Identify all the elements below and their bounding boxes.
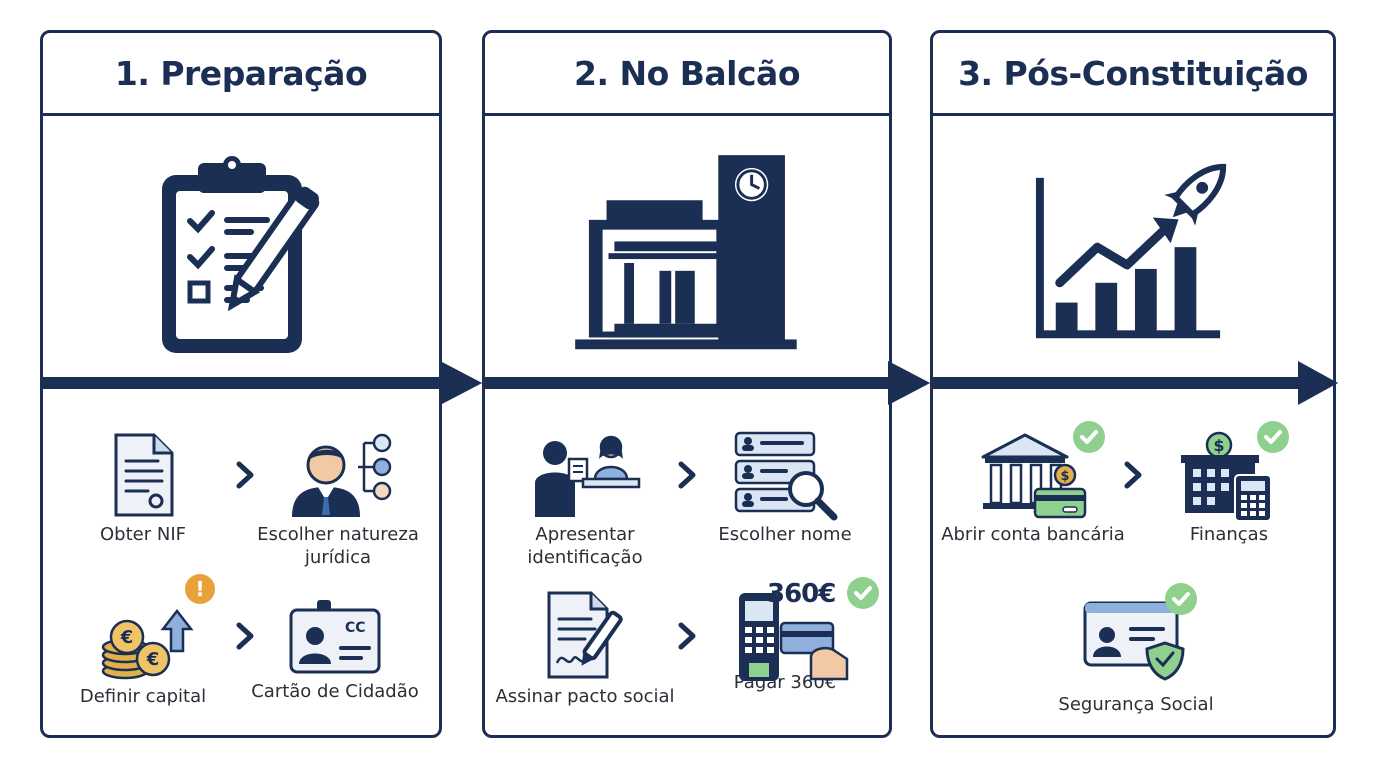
- sign-document-icon: [547, 591, 623, 679]
- card-payment-icon: 360€: [715, 579, 855, 681]
- building-clock-icon: [575, 155, 797, 350]
- svg-text:$: $: [1060, 469, 1069, 484]
- svg-text:€: €: [146, 649, 160, 670]
- item-obter-nif[interactable]: Obter NIF: [43, 431, 243, 546]
- name-search-icon: [734, 431, 838, 521]
- item-label: Cartão de Cidadão: [251, 681, 419, 702]
- item-escolher-natureza[interactable]: Escolher natureza jurídica: [233, 431, 443, 569]
- item-apresentar-identificacao[interactable]: Apresentar identificação: [485, 429, 685, 569]
- check-badge: [1257, 421, 1289, 453]
- item-label: Finanças: [1189, 524, 1269, 545]
- step-header: 3. Pós-Constituição: [933, 33, 1333, 116]
- item-label: Obter NIF: [100, 524, 186, 545]
- clipboard-checklist-icon: [162, 156, 320, 353]
- step-header: 2. No Balcão: [485, 33, 889, 116]
- growth-rocket-chart-icon: [1035, 163, 1227, 339]
- chevron-right-icon: [236, 622, 254, 650]
- step-title: 3. Pós-Constituição: [958, 53, 1308, 93]
- check-badge: [1165, 583, 1197, 615]
- item-label: Apresentar identificação: [527, 524, 643, 568]
- counter-service-icon: [535, 435, 641, 517]
- flow-arrow-overlay: [40, 359, 1338, 407]
- chevron-right-icon: [1124, 461, 1142, 489]
- bank-icon: $: [981, 433, 1087, 519]
- social-security-card-icon: [1083, 601, 1185, 681]
- euro-coins-icon: € €: [101, 608, 194, 680]
- item-pagar[interactable]: 360€ Pagar 360€: [685, 579, 885, 694]
- chevron-right-icon: [236, 461, 254, 489]
- item-label: Escolher nome: [718, 524, 852, 545]
- payment-amount: 360€: [767, 579, 836, 609]
- item-abrir-conta[interactable]: $ Abrir conta bancária: [933, 431, 1133, 546]
- item-financas[interactable]: $ Finanças: [1129, 431, 1329, 546]
- svg-text:$: $: [1213, 436, 1224, 455]
- chevron-right-icon: [678, 622, 696, 650]
- item-assinar-pacto[interactable]: Assinar pacto social: [485, 589, 685, 708]
- item-label: Abrir conta bancária: [941, 524, 1125, 545]
- item-definir-capital[interactable]: € € Definir capital: [43, 601, 243, 708]
- item-label: Escolher natureza jurídica: [257, 524, 419, 568]
- item-label: Assinar pacto social: [495, 686, 675, 707]
- document-icon: [114, 433, 174, 517]
- card-text: CC: [345, 620, 366, 636]
- step-title: 2. No Balcão: [574, 53, 801, 93]
- item-label: Definir capital: [79, 686, 207, 707]
- check-badge: [847, 577, 879, 609]
- businessman-options-icon: [292, 433, 392, 517]
- chevron-right-icon: [678, 461, 696, 489]
- item-escolher-nome[interactable]: Escolher nome: [685, 429, 885, 546]
- item-label: Segurança Social: [1058, 694, 1214, 715]
- step-header: 1. Preparação: [43, 33, 439, 116]
- item-seguranca-social[interactable]: Segurança Social: [1031, 599, 1241, 716]
- finance-office-icon: $: [1181, 431, 1272, 522]
- svg-text:€: €: [120, 627, 134, 648]
- check-badge: [1073, 421, 1105, 453]
- id-card-icon: CC: [287, 598, 383, 678]
- step-title: 1. Preparação: [114, 53, 368, 93]
- item-cartao-cidadao[interactable]: CC Cartão de Cidadão: [235, 598, 435, 703]
- warning-badge: !: [185, 574, 215, 604]
